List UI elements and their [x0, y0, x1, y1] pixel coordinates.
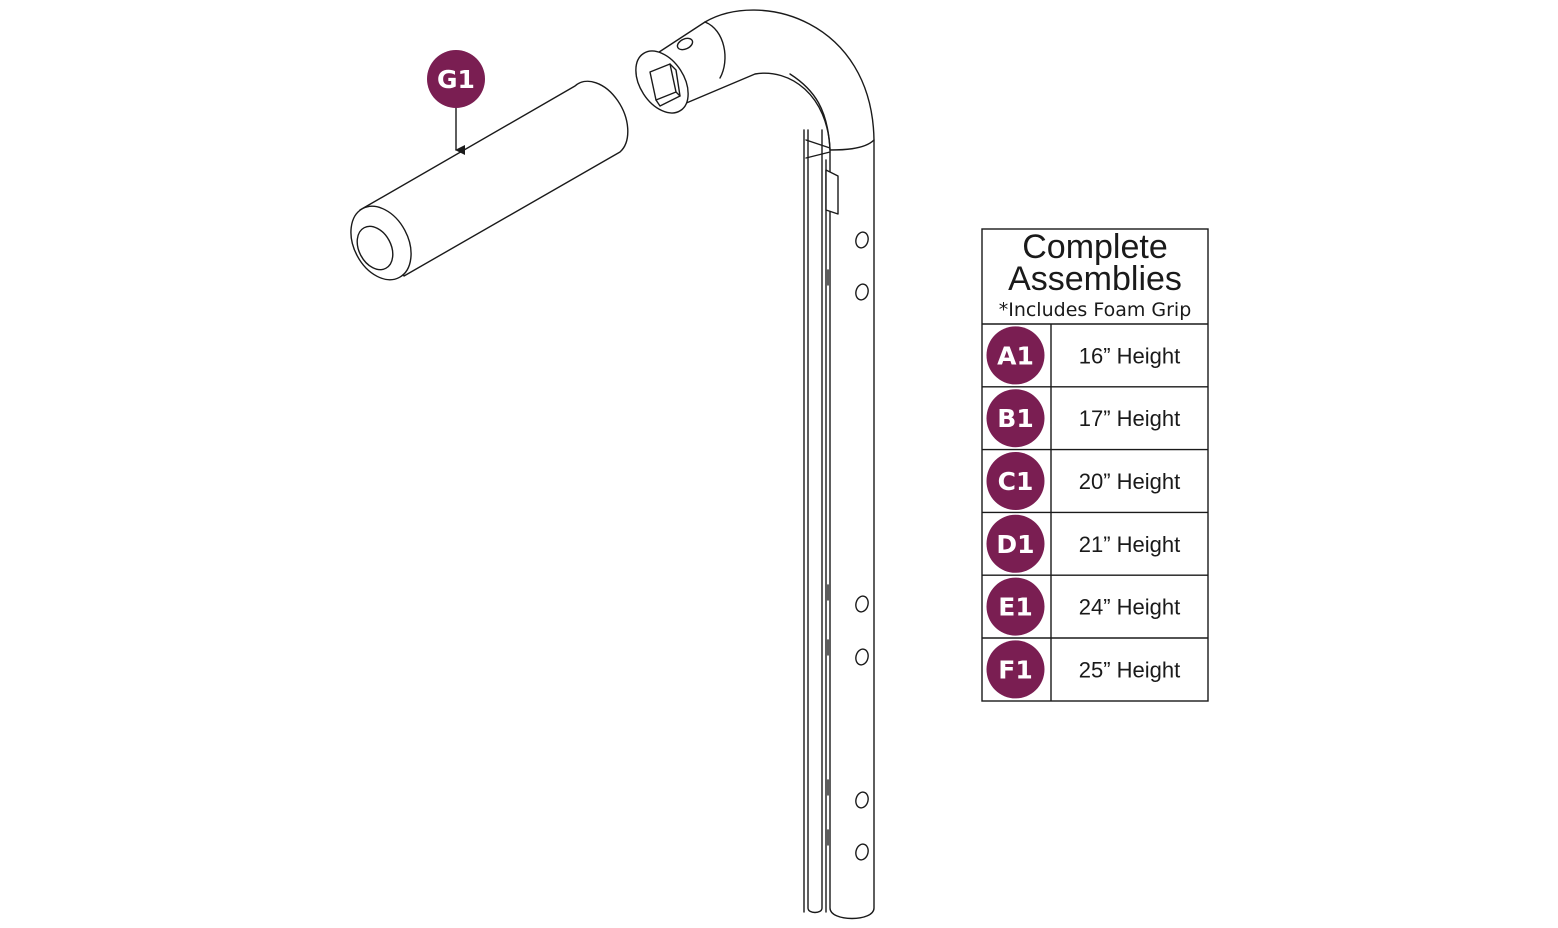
table-row: D1 21” Height: [982, 511, 1208, 573]
table-row: E1 24” Height: [982, 574, 1208, 636]
assemblies-table: Complete Assemblies *Includes Foam Grip …: [981, 228, 1209, 702]
row-height-label: 21” Height: [1079, 532, 1181, 557]
table-note: *Includes Foam Grip: [999, 299, 1192, 321]
row-height-label: 24” Height: [1079, 595, 1181, 620]
row-code-label: C1: [998, 467, 1034, 496]
row-code-badge: [986, 577, 1045, 636]
table-row: B1 17” Height: [982, 386, 1208, 448]
push-handle-tube: [635, 9, 875, 920]
row-code-label: A1: [997, 341, 1034, 370]
foam-grip-part: [350, 80, 629, 281]
row-height-label: 20” Height: [1079, 469, 1181, 494]
row-code-badge: [986, 514, 1045, 573]
row-code-badge: [986, 452, 1045, 510]
callout-g1: G1: [427, 50, 485, 155]
row-height-label: 17” Height: [1079, 406, 1181, 431]
row-code-badge: [986, 389, 1045, 448]
table-title-line2: Assemblies: [1008, 260, 1182, 298]
row-code-label: D1: [996, 530, 1034, 559]
callout-g1-badge: [427, 50, 485, 108]
row-code-badge: [986, 326, 1045, 385]
table-row: C1 20” Height: [982, 448, 1208, 510]
table-row: F1 25” Height: [982, 637, 1208, 699]
table-title-line1: Complete: [1022, 228, 1168, 266]
row-code-label: B1: [997, 404, 1033, 433]
table-row: A1 16” Height: [986, 326, 1181, 385]
row-code-badge: [986, 640, 1045, 699]
row-height-label: 16” Height: [1079, 343, 1181, 368]
row-code-label: E1: [998, 593, 1032, 622]
row-height-label: 25” Height: [1079, 657, 1181, 682]
callout-g1-label: G1: [437, 65, 475, 94]
row-code-label: F1: [998, 655, 1032, 684]
